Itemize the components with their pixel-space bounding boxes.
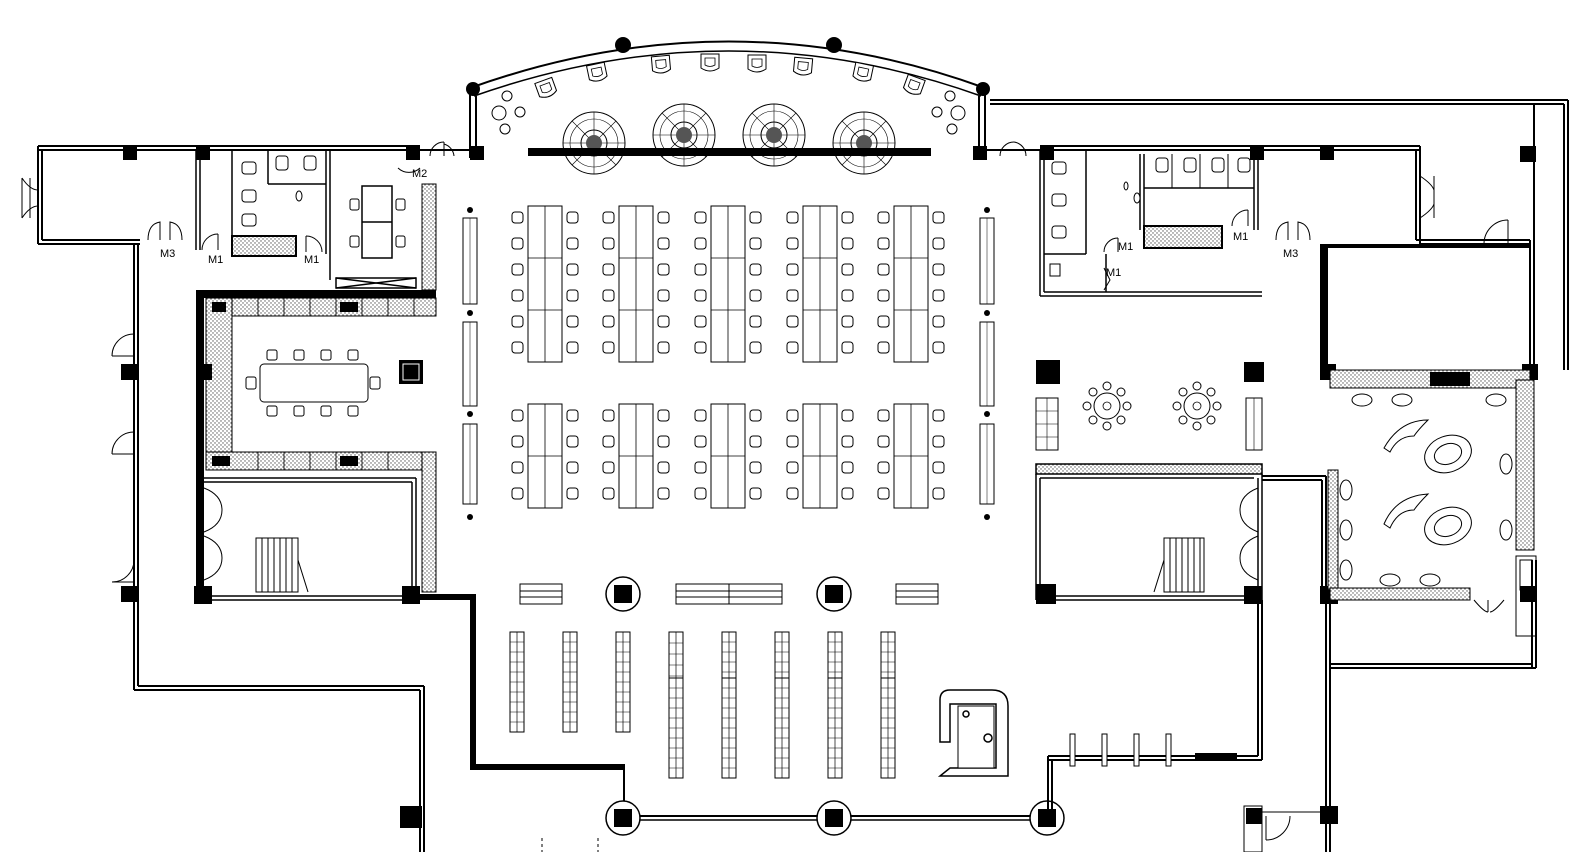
lounge-armchairs [534, 53, 926, 101]
structural-columns [121, 146, 1538, 828]
door-label-m3-right: M3 [1283, 248, 1298, 260]
curved-facade [420, 40, 1040, 158]
grid-marks [541, 838, 599, 852]
bike-rack [1069, 733, 1172, 767]
bookshelves [509, 631, 896, 779]
door-swings[interactable] [147, 141, 1311, 291]
door-label-m1-e: M1 [1106, 267, 1121, 279]
facade-columns [466, 37, 990, 96]
left-wing-door[interactable] [21, 177, 39, 219]
lounge-seating [1339, 393, 1513, 587]
right-shelves [1035, 397, 1263, 451]
round-tables [1082, 381, 1222, 431]
left-wall-doors[interactable] [111, 333, 135, 583]
right-mid-room [1320, 244, 1535, 601]
right-bottom-doors[interactable] [1243, 555, 1537, 852]
door-label-m1-b: M1 [304, 254, 319, 266]
left-stair-room [203, 477, 420, 601]
left-restroom [195, 150, 331, 280]
partition-wall [196, 183, 437, 596]
small-meeting-room [335, 185, 417, 289]
toilet-fixtures-left [241, 155, 317, 227]
door-label-m1-d: M1 [1233, 231, 1248, 243]
conference-table [245, 349, 381, 417]
benches [519, 583, 939, 605]
right-restroom [1039, 150, 1262, 297]
door-label-m1-a: M1 [208, 254, 223, 266]
door-label-m3-left: M3 [160, 248, 175, 260]
workstation-desks [511, 205, 945, 509]
reception-desk [937, 689, 1009, 777]
right-top-room [1419, 175, 1509, 245]
door-label-m2: M2 [412, 168, 427, 180]
right-corridor-walls [1047, 475, 1327, 816]
front-counter [528, 148, 931, 156]
side-tables [491, 90, 966, 135]
circled-columns [605, 576, 1065, 836]
outer-walls [37, 99, 1569, 852]
round-booth-seats [562, 103, 896, 175]
right-stair-room [1035, 463, 1263, 601]
side-storage-cabinets [462, 207, 995, 520]
door-label-m1-c: M1 [1118, 241, 1133, 253]
toilet-fixtures-right [1049, 157, 1251, 277]
